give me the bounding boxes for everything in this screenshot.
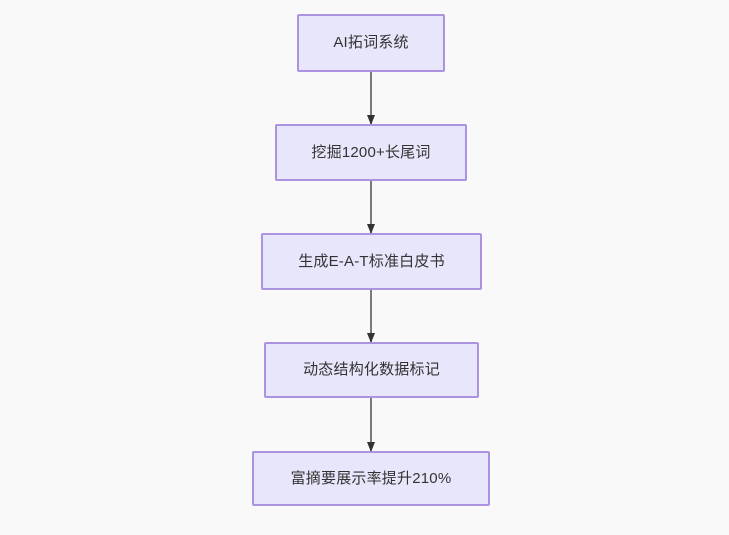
flow-node-label: 挖掘1200+长尾词	[311, 143, 431, 161]
flow-node-label: 富摘要展示率提升210%	[290, 469, 452, 487]
flow-node-label: 动态结构化数据标记	[303, 361, 440, 378]
flow-node-label: AI拓词系统	[333, 34, 409, 51]
flow-node-label: 生成E-A-T标准白皮书	[298, 252, 445, 270]
flow-node-mine-longtail-keywords[interactable]: 挖掘1200+长尾词	[275, 124, 467, 181]
flow-node-rich-snippet-uplift[interactable]: 富摘要展示率提升210%	[252, 451, 490, 506]
flow-node-ai-keyword-system[interactable]: AI拓词系统	[297, 14, 445, 72]
flow-node-generate-eat-whitepaper[interactable]: 生成E-A-T标准白皮书	[261, 233, 482, 290]
flow-node-dynamic-structured-data[interactable]: 动态结构化数据标记	[264, 342, 479, 398]
